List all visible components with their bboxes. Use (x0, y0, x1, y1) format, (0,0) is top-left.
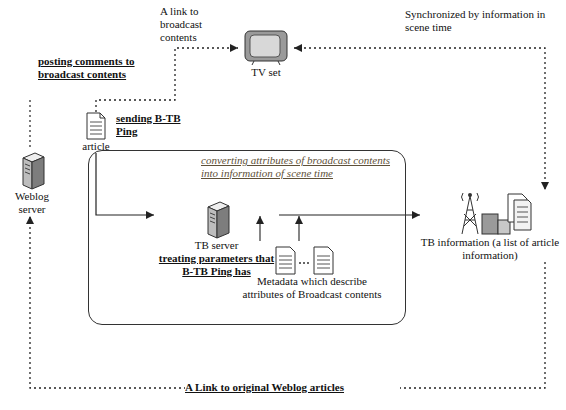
tb-information-node: TB information (a list of article inform… (420, 190, 560, 262)
note-label: posting comments to broadcast contents (38, 55, 163, 81)
metadata-node: Metadata which describe attributes of Br… (237, 241, 387, 301)
connector-label: A Link to original Weblog articles (185, 381, 400, 394)
node-icon (154, 199, 279, 239)
tv-node: TV set (238, 28, 294, 79)
tb-server-node: TB servertreating parameters that B-TB P… (154, 199, 279, 278)
server-icon (202, 199, 232, 239)
dotted-leader (29, 100, 30, 148)
connector-label: A link to broadcast contents (160, 5, 222, 44)
tb-information-icon (448, 190, 532, 236)
metadata-arrow (298, 216, 299, 241)
node-icon (2, 150, 62, 190)
server-node: Weblog server (2, 150, 62, 216)
server-icon (17, 150, 47, 190)
metadata-icons (262, 241, 362, 275)
node-text: converting attributes of broadcast conte… (201, 151, 397, 180)
connector-label: Synchronized by information in scene tim… (405, 8, 555, 34)
tb-region: converting attributes of broadcast conte… (88, 150, 406, 325)
metadata-arrow (259, 216, 260, 241)
connector (279, 214, 420, 215)
article-icon (84, 112, 108, 140)
node-text: treating parameters that B-TB Ping has (154, 252, 279, 278)
tv-icon (242, 28, 290, 66)
node-icon (78, 112, 114, 140)
node-text: Metadata which describe attributes of Br… (237, 275, 387, 301)
connector (96, 153, 154, 215)
node-text: TV set (238, 66, 294, 79)
node-text: Weblog server (2, 190, 62, 216)
node-icon (238, 28, 294, 66)
note-label: sending B-TB Ping (116, 112, 186, 138)
node-text: article (78, 140, 114, 153)
node-text: TB information (a list of article inform… (420, 236, 560, 262)
node-icon (420, 190, 560, 236)
article-node: article (78, 112, 114, 153)
node-text: TB server (154, 239, 279, 252)
